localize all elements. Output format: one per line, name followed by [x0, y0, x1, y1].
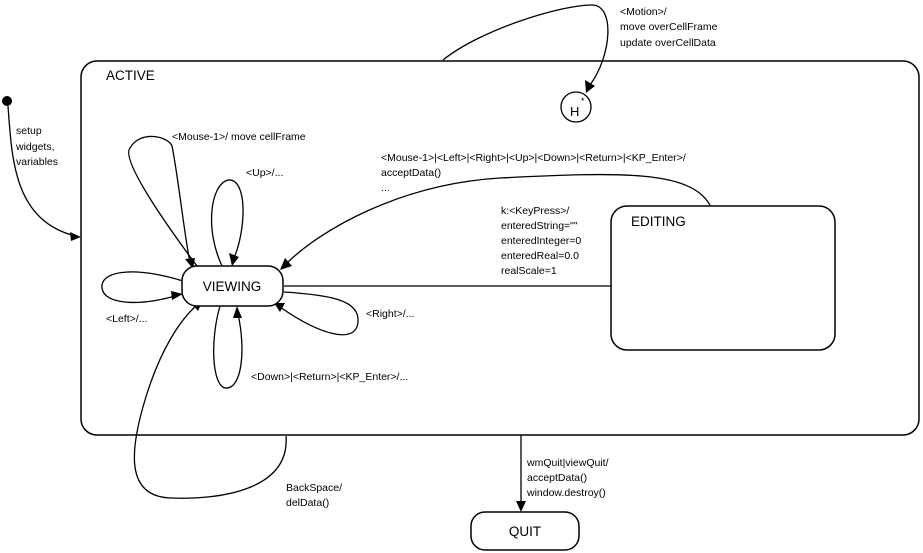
quit-transition-label: wmQuit|viewQuit/ acceptData() window.des…	[526, 457, 611, 499]
viewing-state-box	[181, 265, 284, 307]
backspace-loop	[133, 304, 287, 499]
initial-state-dot	[2, 96, 12, 106]
down-self-loop-arrowhead	[233, 306, 242, 318]
motion-transition-label: <Motion>/ move overCellFrame update over…	[620, 6, 720, 49]
backspace-transition-label: BackSpace/ delData()	[286, 482, 345, 509]
quit-state-box	[470, 511, 580, 551]
keypress-transition-label: k:<KeyPress>/ enteredString="" enteredIn…	[501, 205, 584, 277]
right-transition-label: <Right>/...	[366, 308, 414, 320]
initial-transition-arrowhead	[70, 232, 81, 241]
active-state-label: ACTIVE	[106, 68, 155, 83]
mouse1-self-loop	[128, 135, 201, 271]
right-self-loop-arrowhead	[274, 303, 285, 312]
left-transition-label: <Left>/...	[106, 313, 147, 325]
motion-transition	[442, 4, 609, 86]
down-self-loop	[213, 305, 243, 389]
mouse1-transition-label: <Mouse-1>/ move cellFrame	[172, 131, 306, 143]
editing-exit-label: <Mouse-1>|<Left>|<Right>|<Up>|<Down>|<Re…	[381, 152, 689, 194]
history-state-star: *	[581, 96, 585, 106]
motion-transition-arrowhead	[585, 80, 595, 93]
initial-transition	[7, 105, 76, 237]
left-self-loop	[101, 271, 184, 304]
left-self-loop-arrowhead	[171, 291, 183, 300]
down-transition-label: <Down>|<Return>|<KP_Enter>/...	[251, 371, 408, 383]
up-transition-label: <Up>/...	[246, 167, 283, 179]
viewing-state-label: VIEWING	[203, 279, 262, 294]
history-state-label: H	[570, 104, 579, 119]
quit-state-label: QUIT	[509, 524, 541, 539]
editing-state-label: EDITING	[631, 214, 686, 229]
editing-to-viewing-transition	[285, 173, 711, 265]
editing-state-box	[610, 205, 836, 351]
right-self-loop	[279, 291, 359, 336]
initial-transition-label: setup widgets, variables	[15, 125, 58, 168]
history-state	[560, 91, 592, 123]
up-self-loop-arrowhead	[229, 253, 239, 266]
editing-to-viewing-arrowhead	[280, 258, 292, 270]
up-self-loop	[210, 179, 244, 267]
quit-transition-arrowhead	[516, 501, 526, 512]
